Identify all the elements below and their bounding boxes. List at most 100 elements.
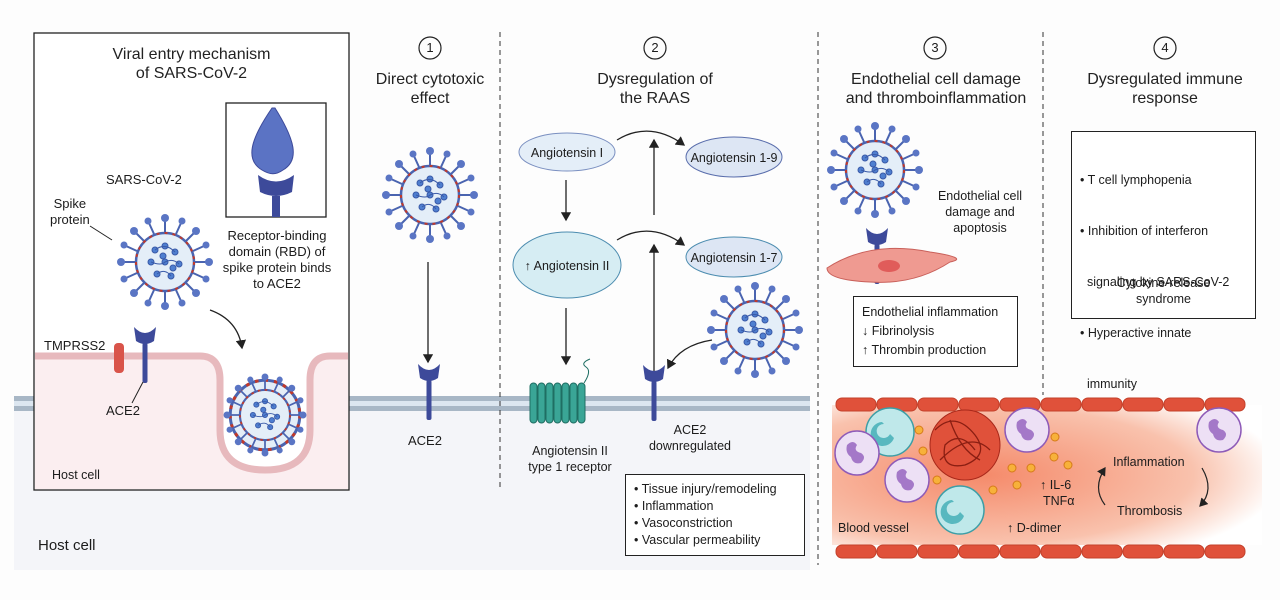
ace2-downregulated-label: ACE2 downregulated xyxy=(635,422,745,454)
panel-4-title: Dysregulated immune response xyxy=(1070,70,1260,108)
cytokine-dots xyxy=(914,425,1073,495)
angiotensin-2-label: ↑ Angiotensin II xyxy=(524,259,610,273)
panel-3-title-line2: and thromboinflammation xyxy=(845,90,1027,107)
panel-2-number: 2 xyxy=(651,40,659,55)
ace2-downregulated-receptor xyxy=(643,365,665,421)
spike-label-line1: Spike xyxy=(53,196,87,211)
angiotensin-1-label: Angiotensin I xyxy=(530,146,604,160)
blood-vessel-label: Blood vessel xyxy=(838,521,909,535)
rbd-binding-icon xyxy=(251,107,294,217)
panel-3-title-line1: Endothelial cell damage xyxy=(851,71,1021,88)
raas-effect-item: • Vascular permeability xyxy=(634,533,761,547)
virus-label: SARS-CoV-2 xyxy=(106,172,182,187)
immune-bullets: • T cell lymphopenia • Inhibition of int… xyxy=(1080,138,1229,427)
d-dimer-label: ↑ D-dimer xyxy=(1007,521,1062,535)
endothelial-effect-item: ↑ Thrombin production xyxy=(862,343,987,357)
entry-arrow xyxy=(209,309,247,350)
panel-separators xyxy=(499,32,1044,565)
endothelial-nucleus xyxy=(878,260,900,272)
rbd-caption: Receptor-binding domain (RBD) of spike p… xyxy=(216,228,338,292)
node-angiotensin-1-9 xyxy=(685,136,783,178)
raas-effects-box: • Tissue injury/remodeling • Inflammatio… xyxy=(625,474,805,556)
panel-4-title-line2: response xyxy=(1132,90,1198,107)
thrombus xyxy=(929,409,1001,481)
spike-pointer xyxy=(89,225,113,241)
neutrophil xyxy=(884,457,930,503)
spike-protein-label: Spike protein xyxy=(50,196,90,228)
node-angiotensin-2 xyxy=(512,231,622,299)
rbd-caption-line: Receptor-binding xyxy=(227,228,327,243)
virus-panel-1 xyxy=(380,145,480,245)
panel-3-title: Endothelial cell damage and thromboinfla… xyxy=(830,70,1042,108)
at1-label-line1: Angiotensin II xyxy=(532,444,608,458)
immune-bullet: • Inhibition of interferon xyxy=(1080,224,1209,238)
outcome-line1: Cytokine-release xyxy=(1116,276,1211,290)
raas-effect-item: • Inflammation xyxy=(634,499,714,513)
damage-caption-line: damage and xyxy=(945,205,1015,219)
raas-effect-item: • Vasoconstriction xyxy=(634,516,733,530)
endocytosed-virus xyxy=(222,372,308,458)
panel-1-title-line2: effect xyxy=(410,90,450,107)
vessel-wall-bottom xyxy=(835,544,1246,559)
panel-4-number-circle xyxy=(1153,36,1177,60)
ace2-down-line2: downregulated xyxy=(648,439,731,453)
panel-2-number-circle xyxy=(643,36,667,60)
immune-bullet: • Hyperactive innate xyxy=(1080,326,1192,340)
panel-1-title: Direct cytotoxic effect xyxy=(370,70,490,108)
outcome-line2: syndrome xyxy=(1136,292,1191,306)
ace2-label-panel-1: ACE2 xyxy=(408,433,442,448)
panel-2-title: Dysregulation of the RAAS xyxy=(580,70,730,108)
endothelial-effect-item: ↓ Fibrinolysis xyxy=(862,324,935,338)
immune-bullet: • T cell lymphopenia xyxy=(1080,173,1192,187)
at1-label-line2: type 1 receptor xyxy=(528,460,612,474)
tnf-label: TNFα xyxy=(1043,494,1075,508)
entry-title-line2: of SARS-CoV-2 xyxy=(135,65,248,82)
panel-1-number-circle xyxy=(418,36,442,60)
cell-membrane xyxy=(14,396,810,411)
damage-caption-line: Endothelial cell xyxy=(937,189,1023,203)
endothelial-damage-caption: Endothelial cell damage and apoptosis xyxy=(920,188,1040,236)
panel-3-number: 3 xyxy=(931,40,939,55)
endothelial-effect-item: Endothelial inflammation xyxy=(862,305,999,319)
rbd-caption-line: spike protein binds xyxy=(222,260,332,275)
immune-bullet: immunity xyxy=(1080,377,1137,391)
tmprss2-protein xyxy=(114,343,124,373)
panel-4-number: 4 xyxy=(1161,40,1169,55)
cytokine-release-outcome: Cytokine-release syndrome xyxy=(1072,275,1255,307)
node-angiotensin-1-7 xyxy=(685,236,783,278)
spike-label-line2: protein xyxy=(50,212,90,227)
panel-2-title-line1: Dysregulation of xyxy=(597,71,713,88)
monocyte xyxy=(935,485,985,535)
ace2-pointer xyxy=(131,381,144,404)
host-cell-label-entry: Host cell xyxy=(52,468,100,482)
il6-label: ↑ IL-6 xyxy=(1040,478,1072,492)
endothelial-effects-box: Endothelial inflammation ↓ Fibrinolysis … xyxy=(853,296,1018,367)
node-angiotensin-1 xyxy=(518,132,616,172)
raas-arrows xyxy=(560,130,713,382)
ace2-receptor-panel-1 xyxy=(418,364,440,420)
at1-receptor-label: Angiotensin II type 1 receptor xyxy=(515,443,625,475)
sars-cov-2-virus-entry xyxy=(115,212,215,312)
panel-3-number-circle xyxy=(923,36,947,60)
rbd-caption-line: to ACE2 xyxy=(253,276,301,291)
virus-panel-2 xyxy=(705,280,805,380)
host-membrane-entry xyxy=(35,352,348,474)
panel-1-number: 1 xyxy=(426,40,434,55)
thrombosis-label: Thrombosis xyxy=(1117,504,1183,518)
panel-1-title-line1: Direct cytotoxic xyxy=(375,71,485,88)
entry-title: Viral entry mechanism of SARS-CoV-2 xyxy=(34,45,349,83)
inflammation-thrombosis-cycle xyxy=(1097,466,1209,507)
entry-title-line1: Viral entry mechanism xyxy=(112,46,271,63)
angiotensin-1-9-label: Angiotensin 1-9 xyxy=(690,151,778,165)
tmprss2-label: TMPRSS2 xyxy=(44,338,106,353)
ace2-down-line1: ACE2 xyxy=(673,423,707,437)
inflammation-label: Inflammation xyxy=(1113,455,1185,469)
neutrophil xyxy=(834,430,880,476)
damage-caption-line: apoptosis xyxy=(953,221,1007,235)
rbd-caption-line: domain (RBD) of xyxy=(228,244,326,259)
vessel-wall-top xyxy=(835,397,1246,412)
angiotensin-1-7-label: Angiotensin 1-7 xyxy=(690,251,778,265)
immune-bullet: signaling by SARS-CoV-2 xyxy=(1080,275,1230,289)
host-cell-label: Host cell xyxy=(38,537,96,554)
